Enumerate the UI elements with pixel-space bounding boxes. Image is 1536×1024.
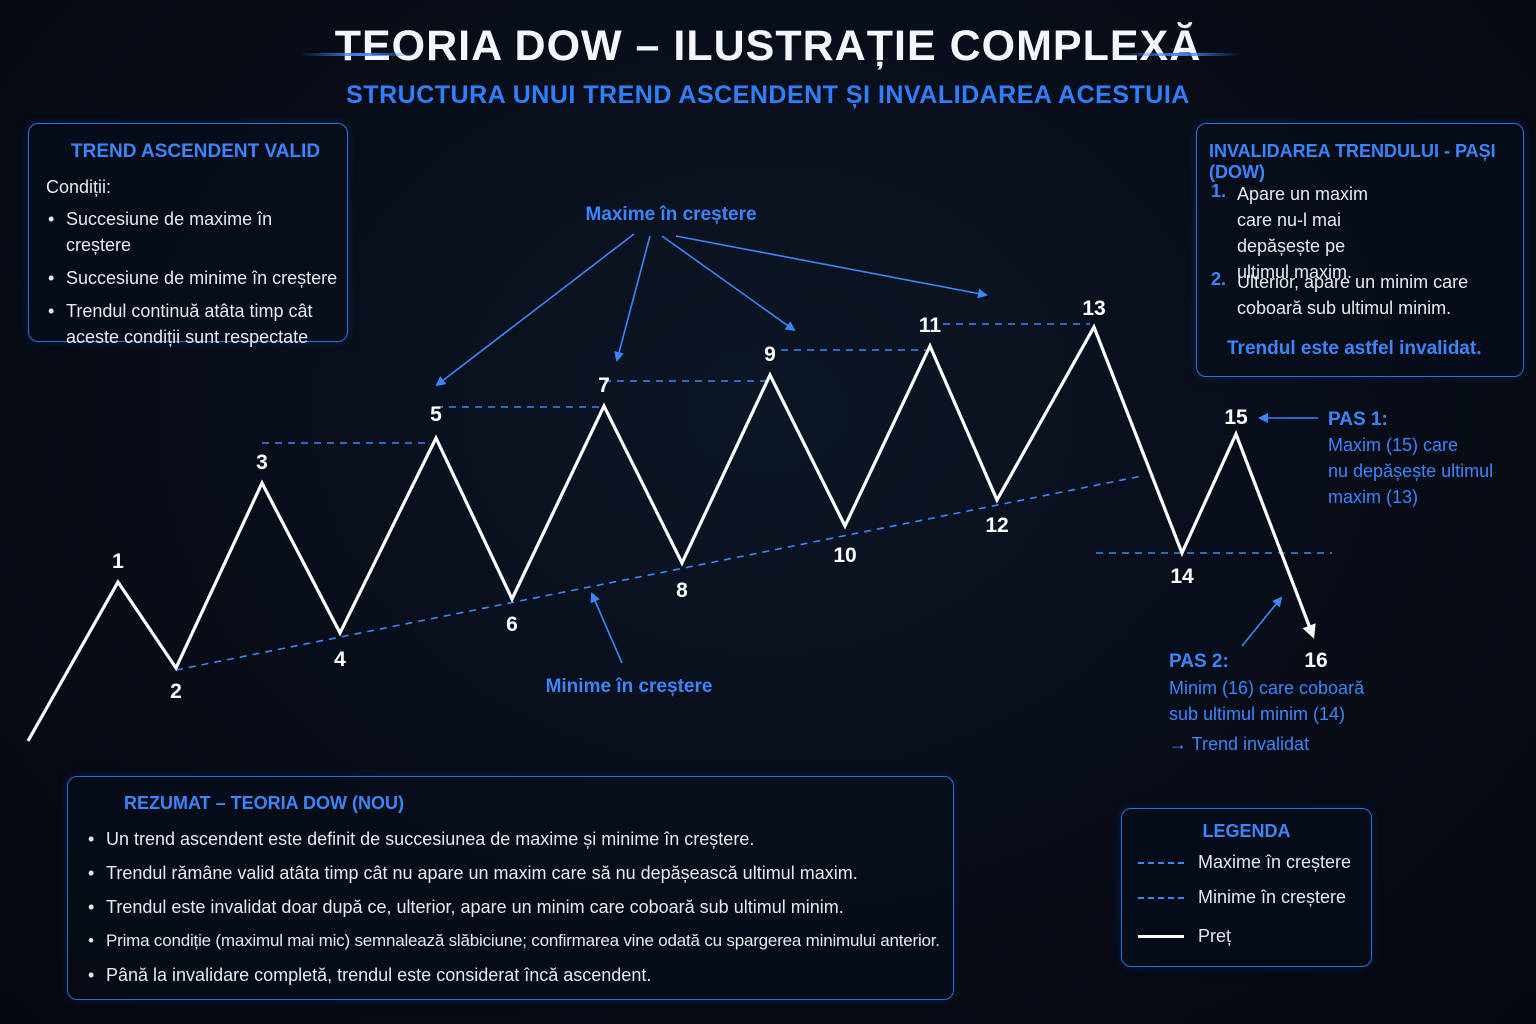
point-label-5: 5 xyxy=(430,403,442,426)
point-label-6: 6 xyxy=(506,613,518,636)
arrow-step2 xyxy=(1241,596,1283,647)
legend-item-rising-highs: Maxime în creștere xyxy=(1138,852,1351,873)
arrow-to-9 xyxy=(661,235,796,332)
arrow-to-5 xyxy=(435,233,635,387)
valid-trend-list: Succesiune de maxime în creștere Succesi… xyxy=(46,206,341,350)
point-label-9: 9 xyxy=(764,343,776,366)
list-item: Până la invalidare completă, trendul est… xyxy=(86,962,946,988)
page-title: TEORIA DOW – ILUSTRAȚIE COMPLEXĂ xyxy=(334,22,1202,70)
point-label-4: 4 xyxy=(334,648,346,671)
summary-panel: REZUMAT – TEORIA DOW (NOU) Un trend asce… xyxy=(67,776,954,1000)
point-label-8: 8 xyxy=(676,579,688,602)
summary-list: Un trend ascendent este definit de succe… xyxy=(86,826,946,988)
point-label-2: 2 xyxy=(170,680,182,703)
price-line xyxy=(26,323,1316,742)
point-label-15: 15 xyxy=(1224,406,1248,429)
invalidation-step-1: 1. Apare un maxim care nu-l mai depășeșt… xyxy=(1211,181,1511,285)
valid-trend-panel: TREND ASCENDENT VALID Condiții: Succesiu… xyxy=(28,123,348,347)
list-item: Prima condiție (maximul mai mic) semnale… xyxy=(86,928,946,954)
step1-line-2: nu depășește ultimul xyxy=(1328,461,1493,481)
point-label-10: 10 xyxy=(833,544,856,567)
step-text: Apare un maxim care nu-l mai depășește p… xyxy=(1237,184,1369,282)
legend-item-rising-lows: Minime în creștere xyxy=(1138,887,1346,908)
point-label-1: 1 xyxy=(112,550,124,573)
rising-lows-trendline xyxy=(175,475,1143,671)
arrow-to-11 xyxy=(675,235,988,299)
solid-white-swatch xyxy=(1138,935,1184,938)
legend-item-price: Preț xyxy=(1138,926,1231,947)
legend-label: Preț xyxy=(1198,926,1232,946)
step2-line-2: sub ultimul minim (14) xyxy=(1169,704,1345,724)
step2-title: PAS 2: xyxy=(1169,651,1229,672)
step-number: 1. xyxy=(1211,181,1227,201)
invalidation-panel: INVALIDAREA TRENDULUI - PAȘI (DOW) 1. Ap… xyxy=(1196,123,1524,377)
legend-panel: LEGENDA Maxime în creștere Minime în cre… xyxy=(1121,808,1372,967)
point-label-13: 13 xyxy=(1082,297,1105,320)
list-item: Trendul este invalidat doar după ce, ult… xyxy=(86,894,946,920)
summary-title: REZUMAT – TEORIA DOW (NOU) xyxy=(124,793,404,813)
step2-line-1: Minim (16) care coboară xyxy=(1169,678,1365,698)
arrow-to-lows xyxy=(590,592,623,664)
step-number: 2. xyxy=(1211,269,1227,289)
list-item: Un trend ascendent este definit de succe… xyxy=(86,826,946,852)
title-glow-left xyxy=(300,53,420,56)
legend-label: Minime în creștere xyxy=(1198,887,1347,907)
list-item: Succesiune de minime în creștere xyxy=(46,265,341,291)
rising-lows-label: Minime în creștere xyxy=(546,676,713,697)
point-label-14: 14 xyxy=(1170,565,1194,588)
invalidation-conclusion: Trendul este astfel invalidat. xyxy=(1227,338,1482,359)
point-label-7: 7 xyxy=(598,374,610,397)
legend-label: Maxime în creștere xyxy=(1198,852,1352,872)
step1-line-3: maxim (13) xyxy=(1328,487,1418,507)
title-glow-right xyxy=(1120,53,1240,56)
dashed-blue-swatch xyxy=(1138,861,1184,864)
step-text: Ulterior, apare un minim care coboară su… xyxy=(1237,272,1469,318)
arrow-to-7 xyxy=(614,235,651,362)
page-subtitle: STRUCTURA UNUI TREND ASCENDENT ȘI INVALI… xyxy=(346,81,1190,109)
step1-title: PAS 1: xyxy=(1328,409,1388,430)
point-label-11: 11 xyxy=(919,314,942,337)
point-label-16: 16 xyxy=(1304,649,1327,672)
list-item: Trendul continuă atâta timp cât aceste c… xyxy=(46,298,341,350)
list-item: Succesiune de maxime în creștere xyxy=(46,206,341,258)
valid-trend-title: TREND ASCENDENT VALID xyxy=(71,141,321,162)
rising-highs-label: Maxime în creștere xyxy=(585,204,756,225)
dashed-blue-swatch xyxy=(1138,896,1184,899)
point-label-3: 3 xyxy=(256,451,268,474)
conditions-label: Condiții: xyxy=(46,177,112,197)
invalidation-step-2: 2. Ulterior, apare un minim care coboară… xyxy=(1211,269,1521,321)
invalidation-title: INVALIDAREA TRENDULUI - PAȘI (DOW) xyxy=(1209,141,1496,182)
step2-result: → Trend invalidat xyxy=(1169,734,1309,754)
step1-line-1: Maxim (15) care xyxy=(1328,435,1458,455)
legend-title: LEGENDA xyxy=(1202,821,1291,841)
list-item: Trendul rămâne valid atâta timp cât nu a… xyxy=(86,860,946,886)
point-label-12: 12 xyxy=(985,514,1008,537)
